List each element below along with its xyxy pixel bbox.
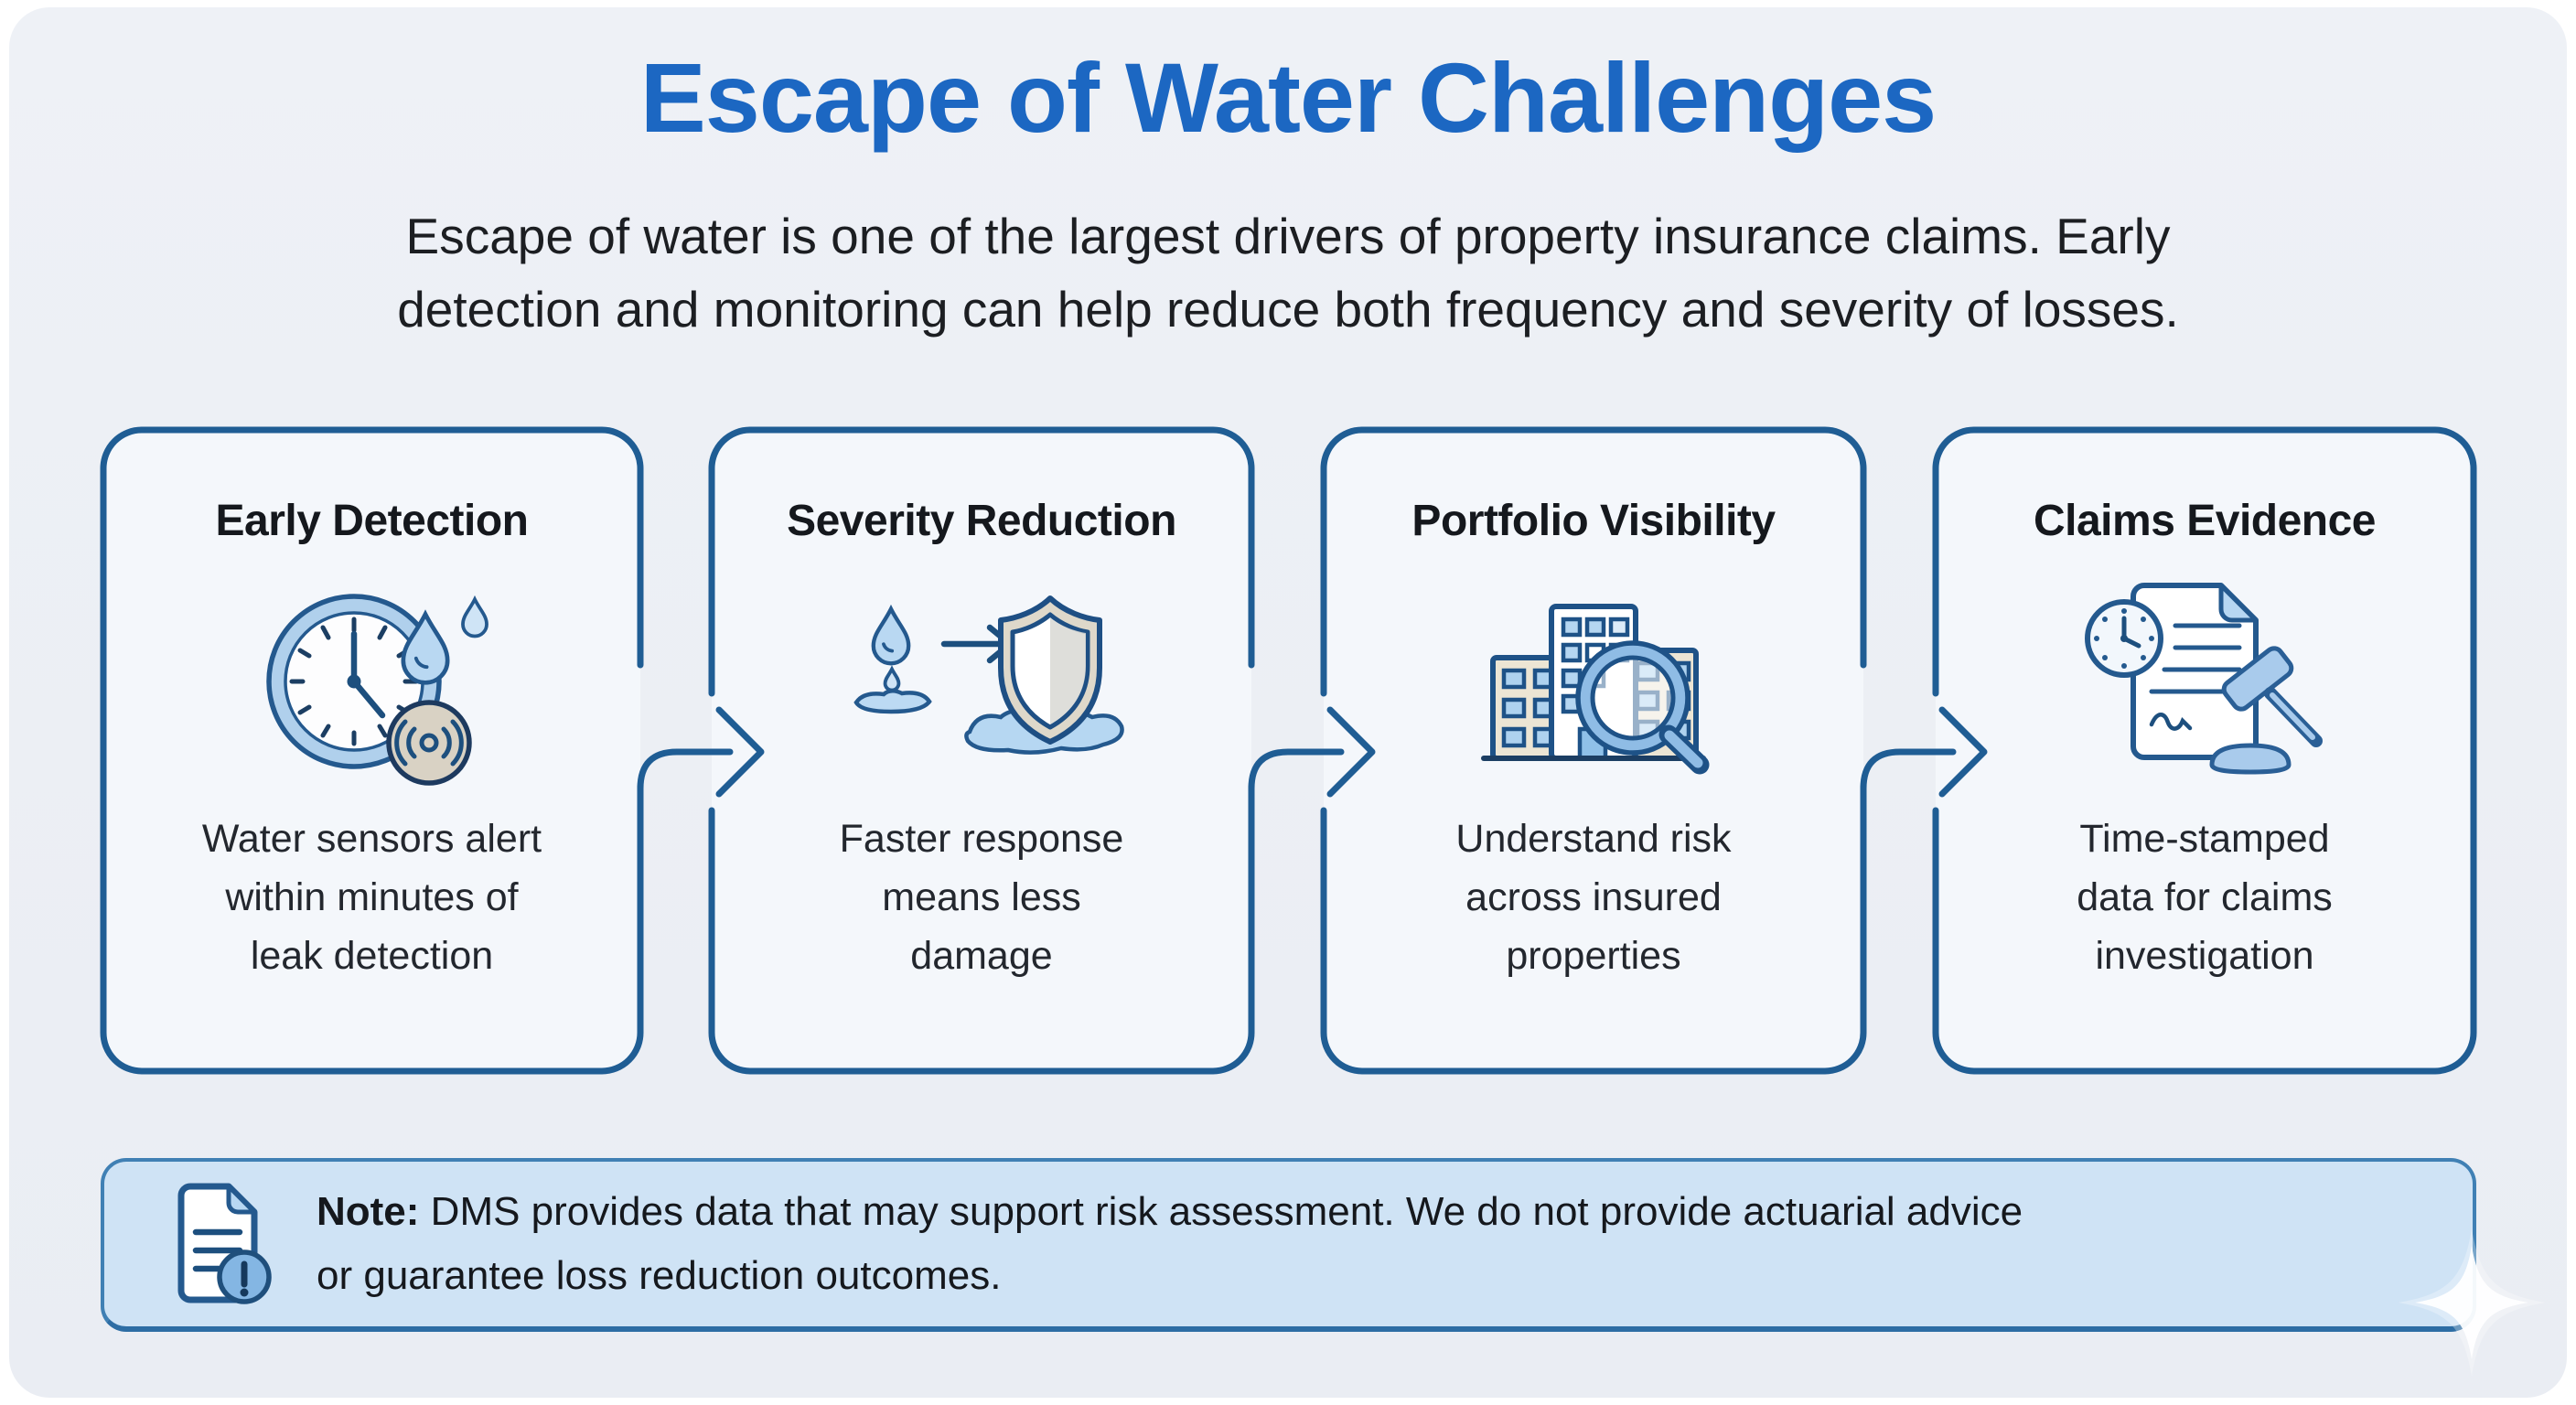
document-alert-icon [150, 1174, 287, 1315]
card-description: Time-stamped data for claims investigati… [2077, 817, 2333, 978]
card-title: Claims Evidence [2033, 497, 2377, 545]
card-portfolio-visibility: Portfolio Visibility [1324, 430, 1863, 1071]
card-description: Water sensors alert within minutes of le… [201, 817, 542, 978]
subtitle-line-2: detection and monitoring can help reduce… [397, 281, 2179, 338]
page-subtitle: Escape of water is one of the largest dr… [0, 199, 2576, 346]
clock-water-sensor-icon [249, 557, 496, 797]
note-label: Note: [317, 1189, 420, 1234]
note-box: Note: DMS provides data that may support… [101, 1158, 2476, 1332]
leak-arrow-shield-icon [831, 557, 1132, 797]
card-claims-evidence: Claims Evidence [1936, 430, 2474, 1071]
card-title: Early Detection [215, 497, 529, 545]
page-title: Escape of Water Challenges [639, 42, 1937, 153]
card-description: Understand risk across insured propertie… [1455, 817, 1732, 978]
document-gavel-icon [2067, 557, 2342, 797]
note-line-1: DMS provides data that may support risk … [430, 1189, 2023, 1234]
sparkle-icon [2398, 1228, 2546, 1377]
note-line-2: or guarantee loss reduction outcomes. [317, 1253, 1002, 1298]
card-early-detection: Early Detection [103, 430, 640, 1071]
subtitle-line-1: Escape of water is one of the largest dr… [405, 208, 2171, 264]
note-text: Note: DMS provides data that may support… [317, 1180, 2023, 1308]
buildings-magnifier-icon [1456, 557, 1731, 797]
card-description: Faster response means less damage [839, 817, 1124, 978]
card-severity-reduction: Severity Reduction Faster respons [712, 430, 1251, 1071]
card-title: Portfolio Visibility [1411, 497, 1776, 545]
card-title: Severity Reduction [787, 497, 1176, 545]
